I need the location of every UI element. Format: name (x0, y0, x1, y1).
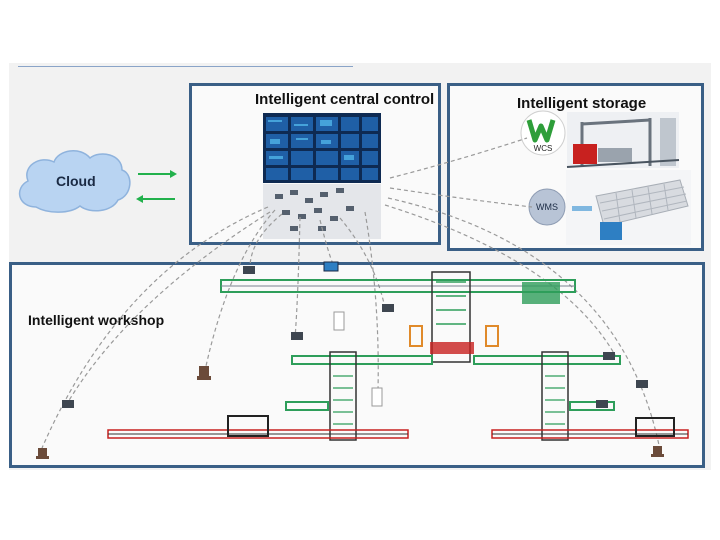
cloud-label: Cloud (56, 173, 96, 189)
stacker-crane-icon (566, 112, 680, 168)
storage-title: Intelligent storage (517, 95, 647, 112)
wcs-label: WCS (534, 144, 553, 153)
header-divider (18, 66, 353, 67)
wms-label: WMS (536, 202, 558, 212)
workshop-title: Intelligent workshop (28, 312, 165, 328)
central-control-title: Intelligent central control (255, 91, 435, 108)
sensor-icon (62, 266, 648, 408)
robot-arm-icon (36, 366, 664, 459)
wcs-logo-icon: WCS (520, 110, 566, 156)
rack-warehouse-icon (566, 170, 691, 245)
